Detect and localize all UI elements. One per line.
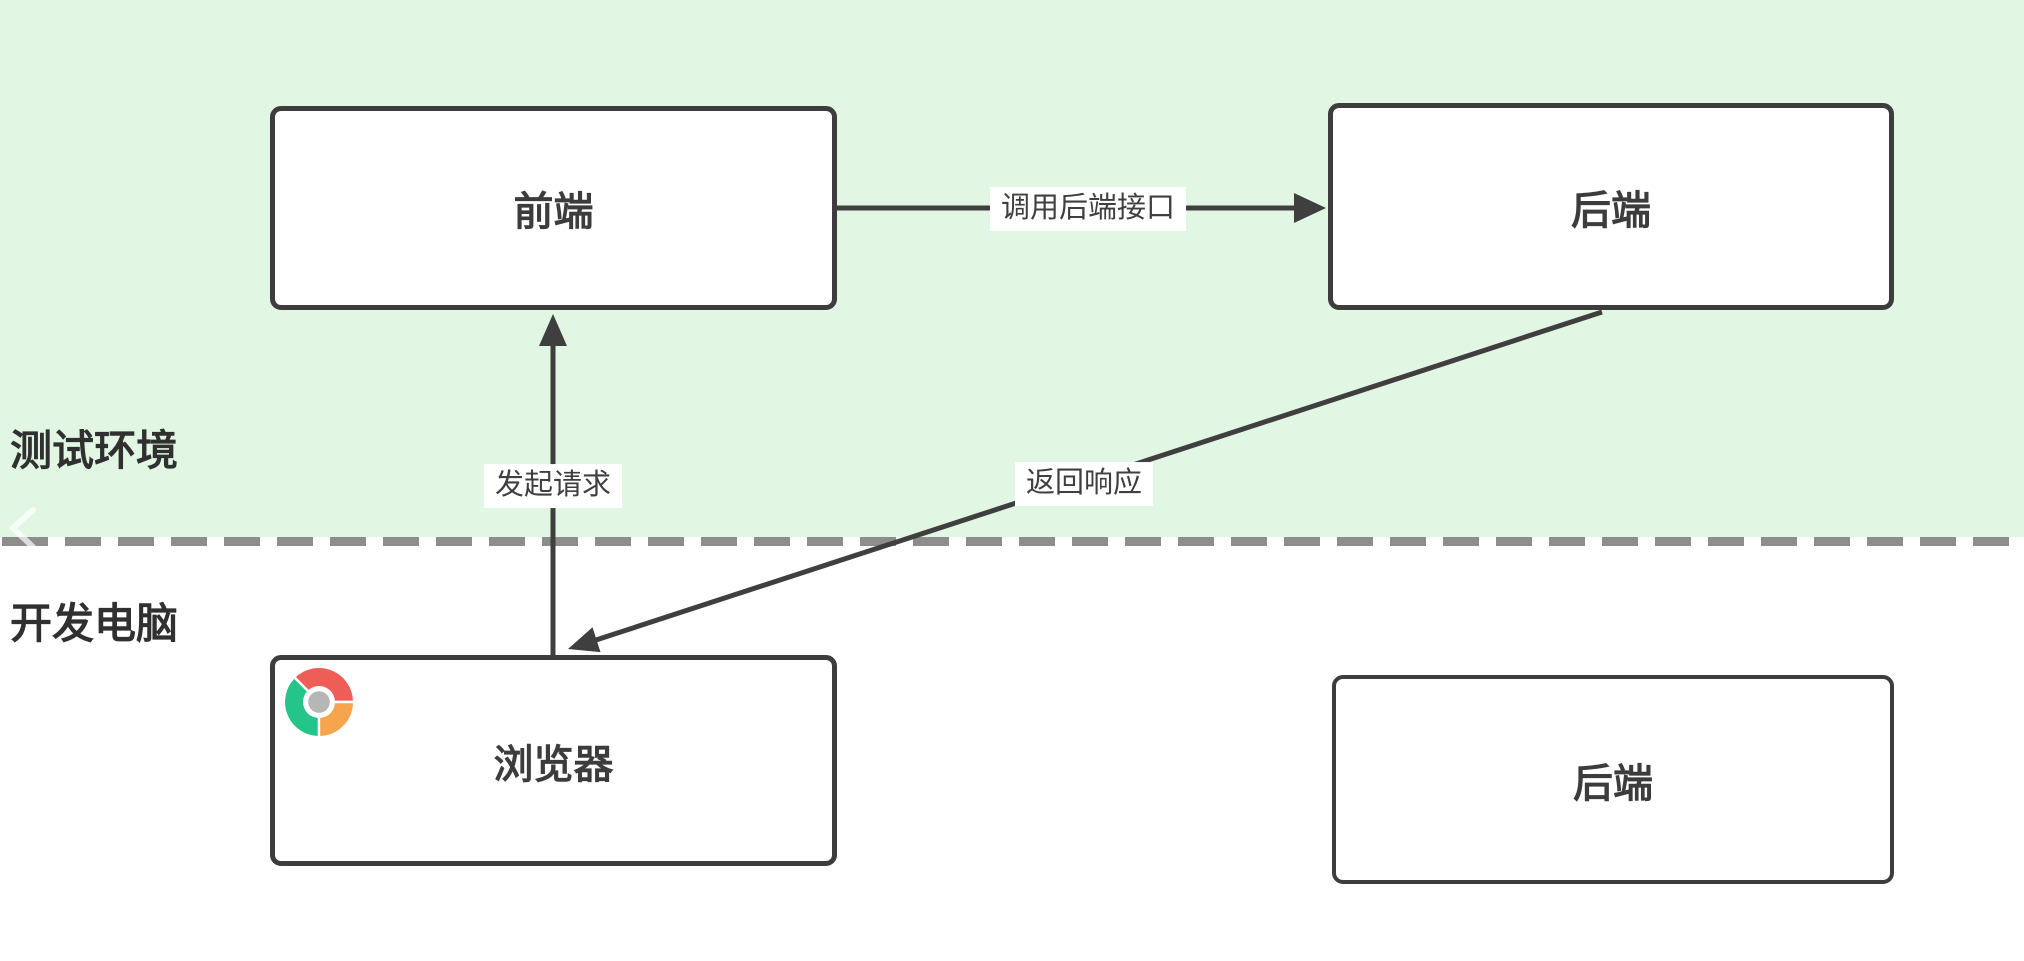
node-browser-label: 浏览器 (493, 742, 614, 787)
chrome-icon-red-segment (292, 665, 356, 704)
edge-return-response-arrowhead (568, 627, 601, 653)
chrome-icon (282, 665, 356, 739)
edge-label-return-response[interactable]: 返回响应 (1014, 462, 1154, 506)
node-frontend-label: 前端 (513, 190, 594, 234)
node-backend-dev[interactable]: 后端 (1332, 675, 1894, 884)
edge-initiate-request-arrowhead (539, 314, 567, 346)
label-test-environment: 测试环境 (10, 427, 179, 474)
node-backend-test-label: 后端 (1571, 188, 1651, 233)
label-dev-computer: 开发电脑 (10, 600, 179, 647)
edge-label-call-backend-api[interactable]: 调用后端接口 (989, 187, 1187, 231)
edge-call-backend-api-arrowhead (1294, 193, 1326, 223)
environment-divider-dashed-line (0, 537, 2024, 546)
node-backend-dev-label: 后端 (1573, 761, 1653, 806)
chevron-left-icon (10, 507, 36, 550)
edge-label-initiate-request[interactable]: 发起请求 (483, 464, 623, 508)
node-backend-test[interactable]: 后端 (1328, 103, 1894, 310)
node-browser[interactable]: 浏览器 (270, 655, 837, 866)
chrome-icon-green-segment (282, 675, 321, 739)
node-frontend[interactable]: 前端 (270, 106, 837, 310)
chrome-icon-hub (308, 691, 330, 713)
